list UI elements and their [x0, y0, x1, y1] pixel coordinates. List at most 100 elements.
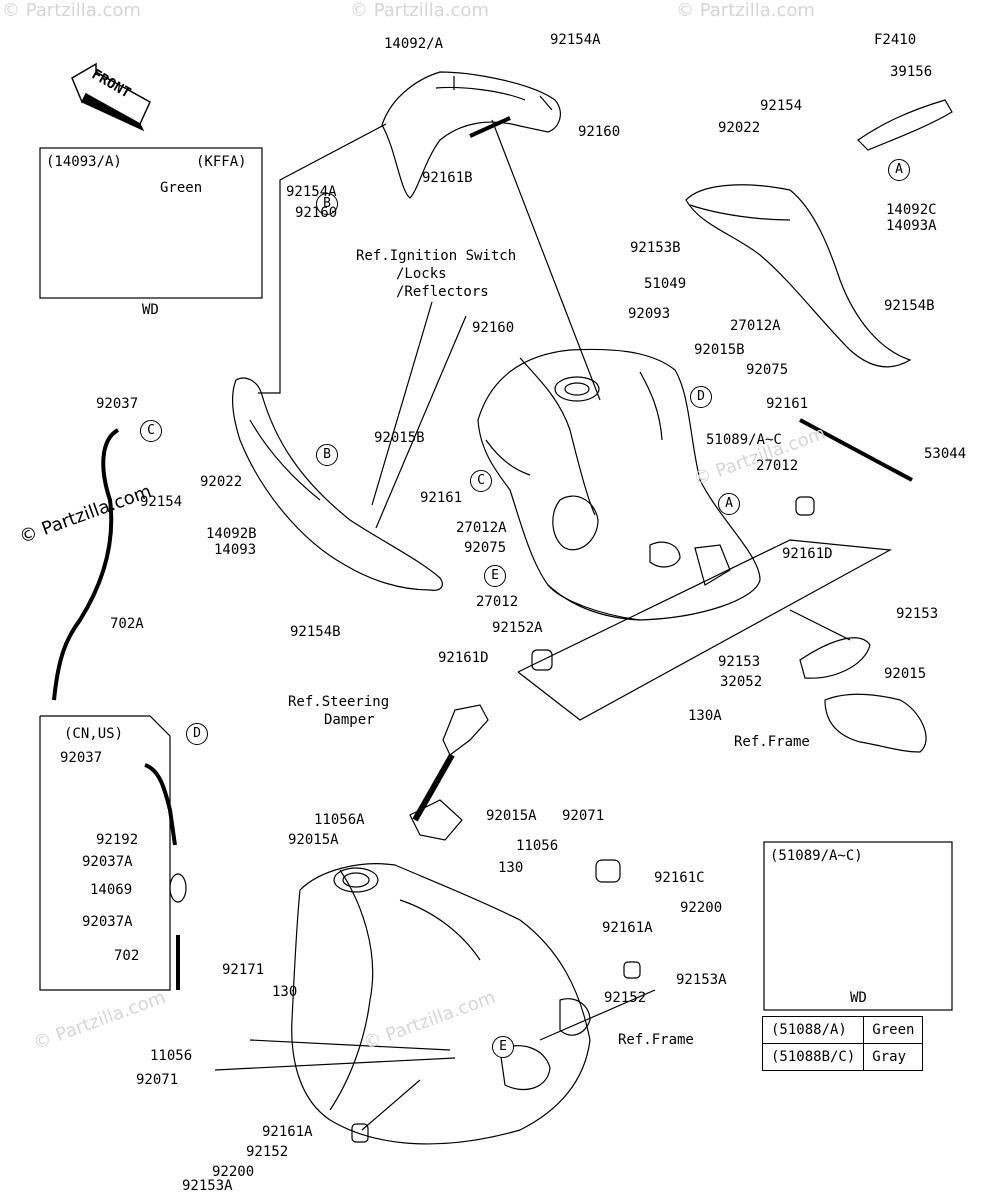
ref-ignition-label: Ref.Ignition Switch	[356, 248, 517, 264]
part-label: 92152	[604, 990, 647, 1006]
part-label: 92015B	[374, 430, 425, 446]
part-label: 92160	[295, 205, 338, 221]
ref-ignition-label: /Reflectors	[396, 284, 489, 300]
faint-watermark: © Partzilla.com	[350, 0, 489, 21]
tank-inset-title: (51089/A~C)	[770, 848, 863, 864]
part-label: 92015A	[288, 832, 339, 848]
callout-e: E	[484, 565, 506, 587]
part-label: 92022	[200, 474, 243, 490]
callout-a: A	[888, 159, 910, 181]
part-label: 92153A	[676, 972, 727, 988]
callout-c: C	[470, 470, 492, 492]
part-label: 92161A	[262, 1124, 313, 1140]
color-legend-table: (51088/A) Green (51088B/C) Gray	[761, 1016, 924, 1071]
part-label: 92093	[628, 306, 671, 322]
part-label: 92071	[136, 1072, 179, 1088]
part-label: 11056	[516, 838, 559, 854]
part-label: 92153B	[630, 240, 681, 256]
fuel-tank-shape	[477, 348, 761, 621]
part-label: 92022	[718, 120, 761, 136]
legend-part: (51088/A)	[761, 1016, 865, 1044]
kffa-inset-footer: WD	[142, 302, 159, 318]
part-label: 27012A	[730, 318, 781, 334]
part-label: 14092B	[206, 526, 257, 542]
part-label: 27012	[756, 458, 799, 474]
part-label: 14093	[214, 542, 257, 558]
part-label: 11056	[150, 1048, 193, 1064]
legend-row: (51088/A) Green	[761, 1016, 924, 1044]
part-label: 92015	[884, 666, 927, 682]
part-label: 92075	[746, 362, 789, 378]
part-label: 92153	[896, 606, 939, 622]
part-label: 92037A	[82, 914, 133, 930]
part-label: 27012A	[456, 520, 507, 536]
part-label: 92192	[96, 832, 139, 848]
part-label: 51089/A~C	[706, 432, 782, 448]
part-label: 92075	[464, 540, 507, 556]
tank-inset-frame	[763, 841, 953, 1011]
main-frame-shape	[291, 863, 591, 1145]
part-label: 130A	[688, 708, 722, 724]
kffa-inset-code: (14093/A)	[46, 154, 122, 170]
part-label: 32052	[720, 674, 763, 690]
kffa-inset-variant: (KFFA)	[196, 154, 247, 170]
callout-c: C	[140, 420, 162, 442]
part-label: 92152	[246, 1144, 289, 1160]
sticker-shape	[857, 99, 953, 151]
part-label: 92154B	[884, 298, 935, 314]
part-label: 92015A	[486, 808, 537, 824]
part-label: 92161C	[654, 870, 705, 886]
part-label: 14093A	[886, 218, 937, 234]
callout-b: B	[316, 444, 338, 466]
part-label: 92161	[766, 396, 809, 412]
callout-d: D	[690, 386, 712, 408]
part-label: 92015B	[694, 342, 745, 358]
part-label: 130	[498, 860, 524, 876]
ref-frame-label: Ref.Frame	[734, 734, 810, 750]
part-label: 92037	[60, 750, 103, 766]
figure-code: F2410	[874, 32, 917, 48]
part-label: 92161A	[602, 920, 653, 936]
kffa-inset-frame	[39, 147, 263, 299]
part-label: 92153	[718, 654, 761, 670]
callout-a: A	[718, 493, 740, 515]
ref-steering-label: Damper	[324, 712, 375, 728]
part-label: 14069	[90, 882, 133, 898]
part-label: 92161D	[782, 546, 833, 562]
ref-steering-label: Ref.Steering	[288, 694, 390, 710]
part-label: 92161D	[438, 650, 489, 666]
part-label: 14092/A	[384, 36, 444, 52]
ref-frame-label: Ref.Frame	[618, 1032, 694, 1048]
callout-b: B	[316, 193, 338, 215]
part-label: 92200	[680, 900, 723, 916]
part-label: 92160	[578, 124, 621, 140]
part-label: 14092C	[886, 202, 937, 218]
part-label: 92200	[212, 1164, 255, 1180]
part-label: 92152A	[492, 620, 543, 636]
left-cover-shape	[231, 377, 443, 591]
callout-e: E	[492, 1036, 514, 1058]
cnus-inset-title: (CN,US)	[64, 726, 124, 742]
callout-d: D	[186, 723, 208, 745]
faint-watermark: © Partzilla.com	[676, 0, 815, 21]
part-label: 92154A	[550, 32, 601, 48]
part-label: 92071	[562, 808, 605, 824]
part-label: 92037A	[82, 854, 133, 870]
cnus-inset-frame	[39, 715, 171, 991]
part-label: 92153A	[182, 1178, 233, 1194]
part-label: 27012	[476, 594, 519, 610]
part-label: 702	[114, 948, 140, 964]
part-label: 92161	[420, 490, 463, 506]
part-label: 92154A	[286, 184, 337, 200]
top-cover-shape	[381, 71, 561, 199]
part-label: 51049	[644, 276, 687, 292]
part-label: 53044	[924, 446, 967, 462]
kffa-inset-color: Green	[160, 180, 203, 196]
part-label: 702A	[110, 616, 144, 632]
part-label: 92160	[472, 320, 515, 336]
legend-color: Green	[863, 1016, 924, 1044]
part-label: 92154B	[290, 624, 341, 640]
part-label: 130	[272, 984, 298, 1000]
